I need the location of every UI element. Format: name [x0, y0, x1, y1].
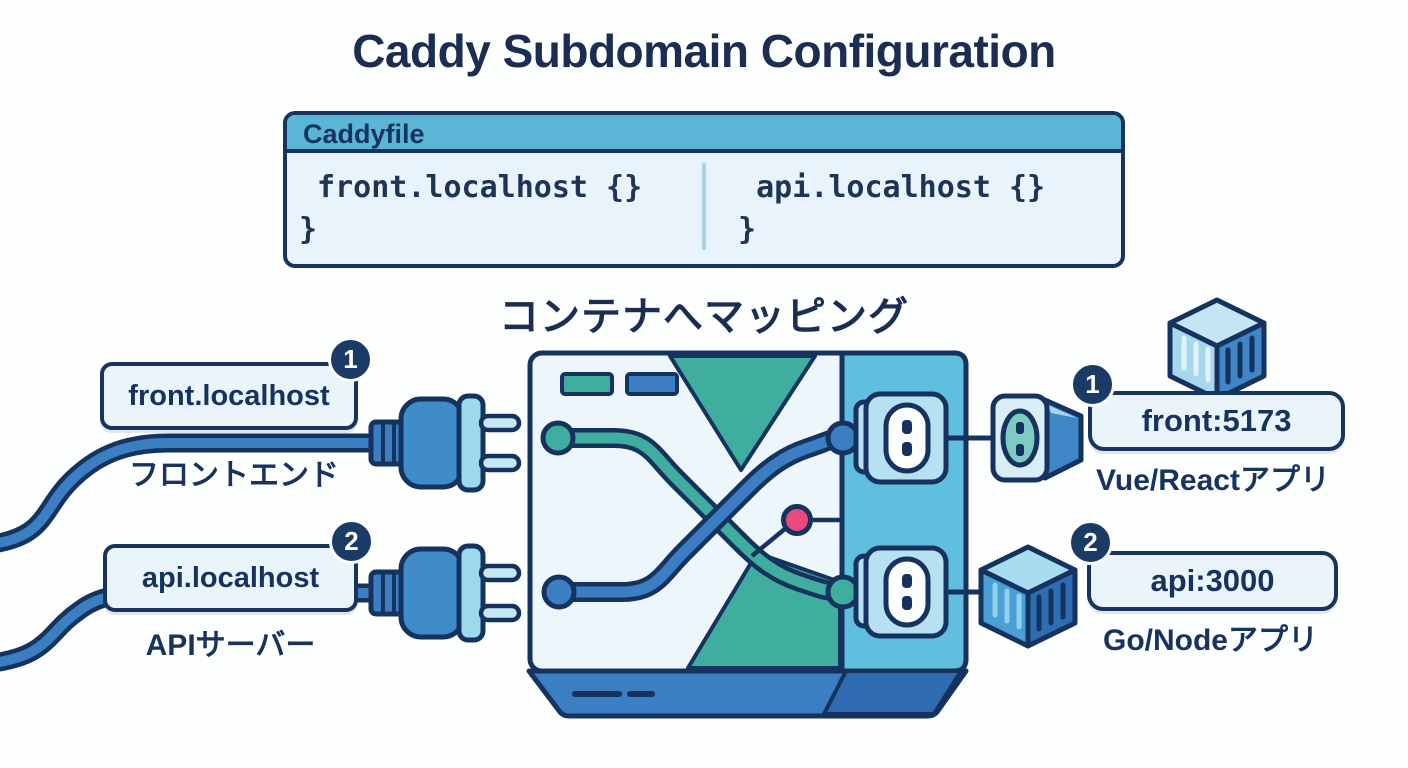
caddyfile-body: front.localhost {} } api.localhost {} } [287, 153, 1121, 260]
container-icon [978, 544, 1078, 649]
pink-node [750, 504, 843, 558]
port-dot [541, 574, 577, 610]
port-dot [540, 420, 576, 456]
socket-adapter-icon [990, 393, 1084, 483]
source-caption-front: フロントエンド [129, 459, 339, 492]
target-box-front: front:5173 [1088, 391, 1345, 451]
switch-base [526, 668, 969, 719]
plug-icon [371, 396, 519, 490]
outlet-icon [856, 548, 946, 636]
caddyfile-header: Caddyfile [287, 115, 1121, 153]
badge-2-target: 2 [1068, 520, 1113, 565]
plug-icon [371, 546, 519, 640]
source-box-front: front.localhost [100, 362, 358, 430]
internal-cable-teal [558, 428, 844, 602]
target-caption-front: Vue/Reactアプリ [1096, 464, 1330, 497]
source-box-api: api.localhost [103, 544, 358, 612]
source-caption-api: APIサーバー [145, 629, 316, 662]
mapping-label: コンテナへマッピング [499, 295, 909, 339]
page-title: Caddy Subdomain Configuration [352, 25, 1056, 77]
internal-cable-blue [559, 428, 844, 602]
connector-lines [946, 435, 993, 595]
caddyfile-code-api: api.localhost {} } [738, 170, 1046, 247]
badge-1-target: 1 [1070, 362, 1115, 407]
cable-front [0, 433, 380, 553]
badge-1: 1 [328, 337, 373, 382]
led-indicator-blue [625, 372, 679, 396]
led-indicator-teal [560, 372, 614, 396]
code-divider [702, 163, 706, 250]
caddyfile-panel: Caddyfile front.localhost {} } api.local… [283, 111, 1125, 268]
target-box-api: api:3000 [1087, 551, 1338, 611]
badge-2: 2 [329, 519, 374, 564]
switch-illustration [526, 350, 969, 719]
target-caption-api: Go/Nodeアプリ [1103, 624, 1318, 657]
outlet-icon [856, 394, 946, 482]
caddyfile-code-front: front.localhost {} } [299, 170, 643, 247]
